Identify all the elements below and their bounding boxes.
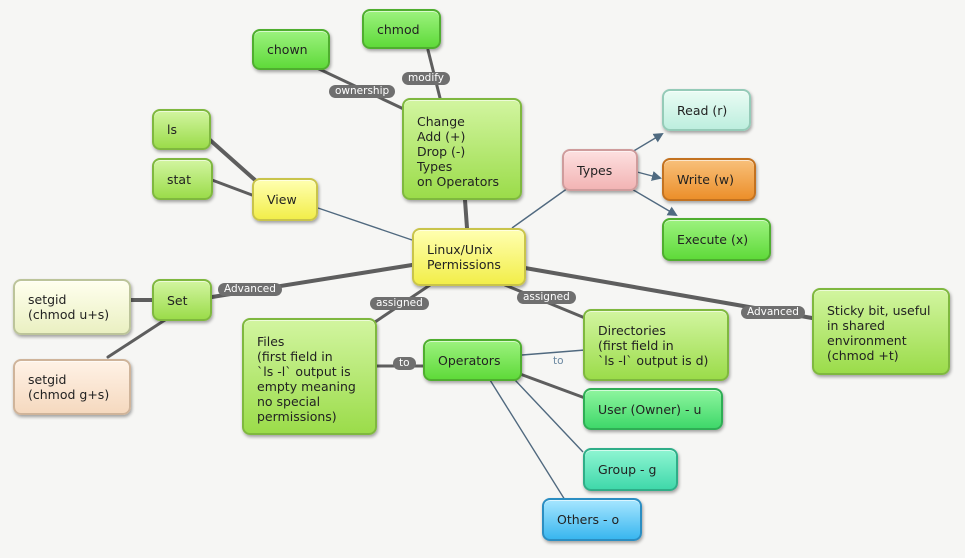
node-view-label: View: [267, 192, 297, 207]
node-change[interactable]: Change Add (+) Drop (-) Types on Operato…: [402, 98, 522, 200]
node-stat[interactable]: stat: [152, 158, 213, 200]
edge-ls-view: [208, 138, 257, 182]
edge-label-advanced-left: Advanced: [218, 283, 282, 296]
edge-center-types: [511, 187, 569, 229]
node-directories-label: Directories (first field in `ls -l` outp…: [598, 323, 709, 368]
node-chown-label: chown: [267, 42, 308, 57]
edge-label-to-dirs: to: [553, 355, 564, 367]
node-user[interactable]: User (Owner) - u: [583, 388, 723, 430]
node-files-label: Files (first field in `ls -l` output is …: [257, 334, 356, 424]
edge-operators-group: [514, 379, 584, 453]
node-execute-label: Execute (x): [677, 232, 749, 247]
node-chmod[interactable]: chmod: [362, 9, 441, 49]
node-center-label: Linux/Unix Permissions: [427, 242, 501, 272]
edge-set-setgid-gs: [106, 316, 170, 359]
node-others[interactable]: Others - o: [542, 498, 642, 541]
node-files[interactable]: Files (first field in `ls -l` output is …: [242, 318, 377, 435]
node-setgid-us[interactable]: setgid (chmod u+s): [13, 279, 131, 335]
node-setgid-gs-label: setgid (chmod g+s): [28, 372, 110, 402]
node-group-label: Group - g: [598, 462, 657, 477]
node-read[interactable]: Read (r): [662, 89, 751, 131]
node-sticky[interactable]: Sticky bit, useful in shared environment…: [812, 288, 950, 375]
node-ls[interactable]: ls: [152, 109, 211, 150]
node-set[interactable]: Set: [152, 279, 212, 321]
node-setgid-gs[interactable]: setgid (chmod g+s): [13, 359, 131, 415]
edge-operators-directories: [521, 349, 586, 356]
node-others-label: Others - o: [557, 512, 620, 527]
node-directories[interactable]: Directories (first field in `ls -l` outp…: [583, 309, 729, 381]
node-stat-label: stat: [167, 171, 191, 187]
edge-operators-user: [518, 372, 587, 400]
node-chown[interactable]: chown: [252, 29, 330, 70]
node-types-label: Types: [577, 162, 613, 178]
node-execute[interactable]: Execute (x): [662, 218, 771, 261]
node-set-label: Set: [167, 292, 188, 308]
edge-change-center: [463, 198, 469, 230]
node-operators-label: Operators: [438, 352, 501, 368]
node-center[interactable]: Linux/Unix Permissions: [412, 228, 526, 286]
node-change-label: Change Add (+) Drop (-) Types on Operato…: [417, 114, 500, 189]
node-user-label: User (Owner) - u: [598, 401, 702, 417]
node-view[interactable]: View: [252, 178, 318, 221]
edge-types-execute: [629, 187, 678, 217]
node-operators[interactable]: Operators: [423, 339, 522, 381]
node-sticky-label: Sticky bit, useful in shared environment…: [827, 303, 931, 363]
node-write-label: Write (w): [677, 172, 734, 187]
edge-label-modify: modify: [402, 72, 450, 85]
node-write[interactable]: Write (w): [662, 158, 756, 201]
edge-label-to-files: to: [393, 357, 416, 370]
edge-operators-others: [489, 379, 566, 501]
edge-stat-view: [210, 178, 254, 197]
node-chmod-label: chmod: [377, 21, 420, 37]
node-ls-label: ls: [167, 122, 177, 137]
node-group[interactable]: Group - g: [583, 448, 678, 491]
edge-types-write: [636, 171, 662, 181]
edge-types-read: [631, 132, 664, 153]
edge-label-advanced-right: Advanced: [741, 306, 805, 319]
edge-label-assigned-left: assigned: [370, 297, 429, 310]
edge-label-assigned-right: assigned: [517, 291, 576, 304]
edge-label-ownership: ownership: [329, 85, 396, 98]
node-types[interactable]: Types: [562, 149, 638, 191]
edge-view-center: [317, 207, 413, 241]
node-setgid-us-label: setgid (chmod u+s): [28, 292, 110, 322]
node-read-label: Read (r): [677, 102, 728, 118]
